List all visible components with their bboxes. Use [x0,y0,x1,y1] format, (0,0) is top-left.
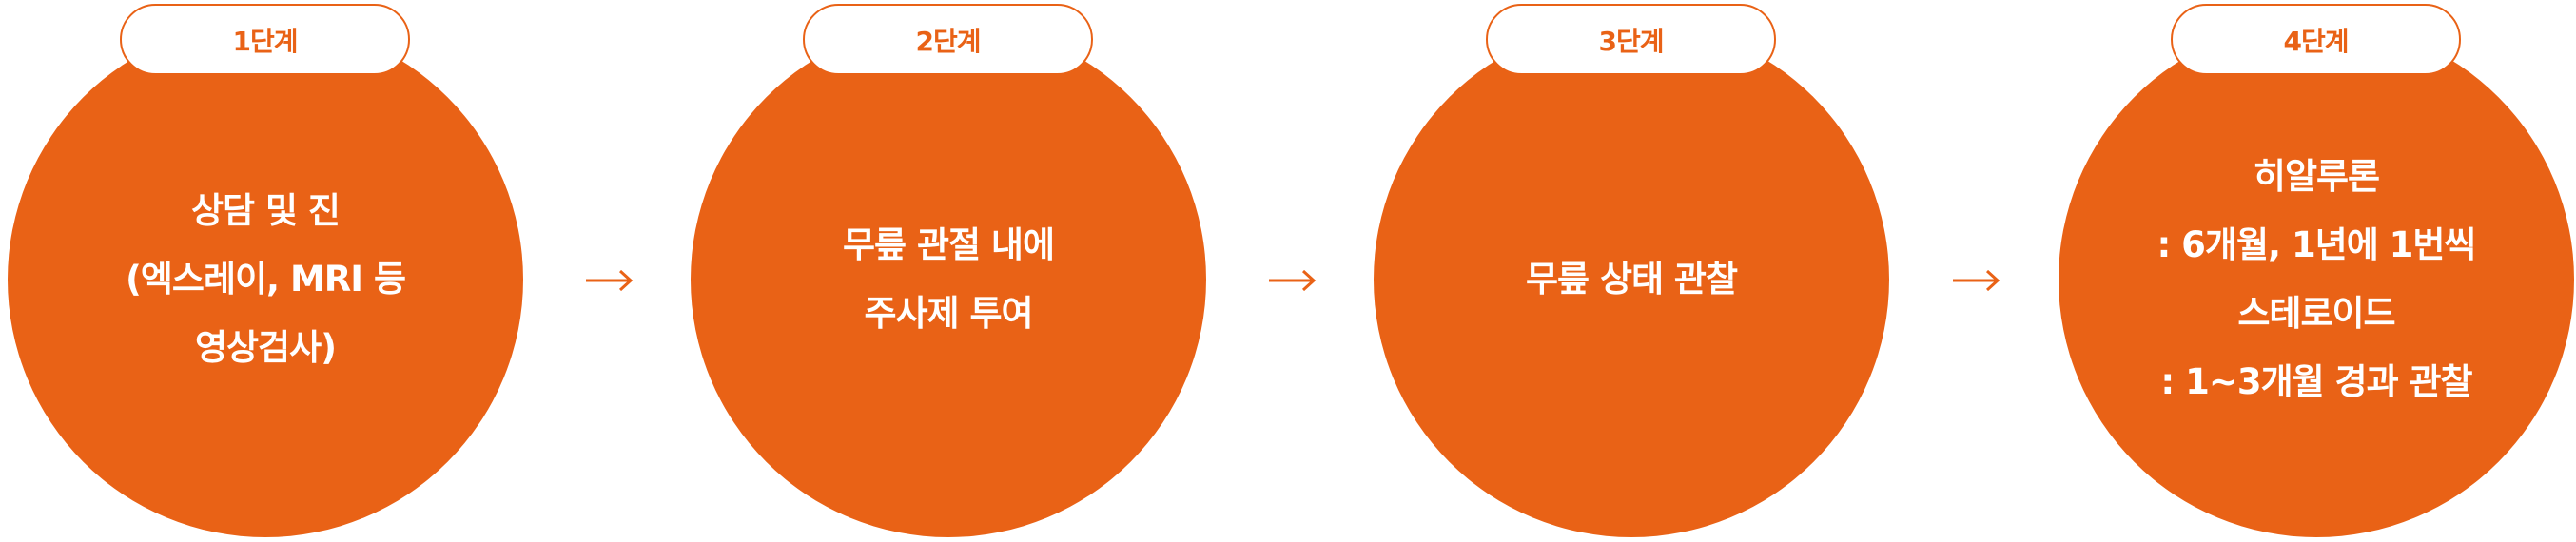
step-2: 2단계 무릎 관절 내에 주사제 투여 [691,0,1206,542]
step-description: 무릎 관절 내에 주사제 투여 [842,211,1055,348]
arrow-right-icon [1953,270,2000,291]
description-line: 히알루론 [2253,156,2380,197]
step-circle: 무릎 관절 내에 주사제 투여 [691,22,1206,537]
step-circle: 무릎 상태 관찰 [1374,22,1889,537]
step-1: 1단계 상담 및 진 (엑스레이, MRI 등 영상검사) [8,0,523,542]
step-badge: 1단계 [120,4,410,75]
description-line: 영상검사) [194,327,337,368]
step-description: 상담 및 진 (엑스레이, MRI 등 영상검사) [125,177,406,382]
step-label: 4단계 [2283,25,2349,57]
step-label: 2단계 [915,25,981,57]
arrow-right-icon [586,270,634,291]
description-line: (엑스레이, MRI 등 [125,259,406,300]
step-circle: 상담 및 진 (엑스레이, MRI 등 영상검사) [8,22,523,537]
description-line: : 6개월, 1년에 1번씩 [2156,224,2477,265]
step-description: 히알루론 : 6개월, 1년에 1번씩 스테로이드 : 1~3개월 경과 관찰 [2156,143,2477,416]
step-badge: 4단계 [2171,4,2461,75]
description-line: 무릎 관절 내에 [842,224,1055,265]
step-label: 1단계 [232,25,298,57]
description-line: 주사제 투여 [864,293,1033,334]
step-badge: 2단계 [803,4,1093,75]
step-4: 4단계 히알루론 : 6개월, 1년에 1번씩 스테로이드 : 1~3개월 경과… [2059,0,2574,542]
description-line: 스테로이드 [2237,293,2395,334]
step-description: 무릎 상태 관찰 [1525,245,1738,314]
step-3: 3단계 무릎 상태 관찰 [1374,0,1889,542]
description-line: 무릎 상태 관찰 [1525,259,1738,300]
step-label: 3단계 [1598,25,1664,57]
description-line: 상담 및 진 [191,190,341,231]
description-line: : 1~3개월 경과 관찰 [2160,361,2472,402]
step-circle: 히알루론 : 6개월, 1년에 1번씩 스테로이드 : 1~3개월 경과 관찰 [2059,22,2574,537]
step-badge: 3단계 [1486,4,1776,75]
arrow-right-icon [1269,270,1317,291]
